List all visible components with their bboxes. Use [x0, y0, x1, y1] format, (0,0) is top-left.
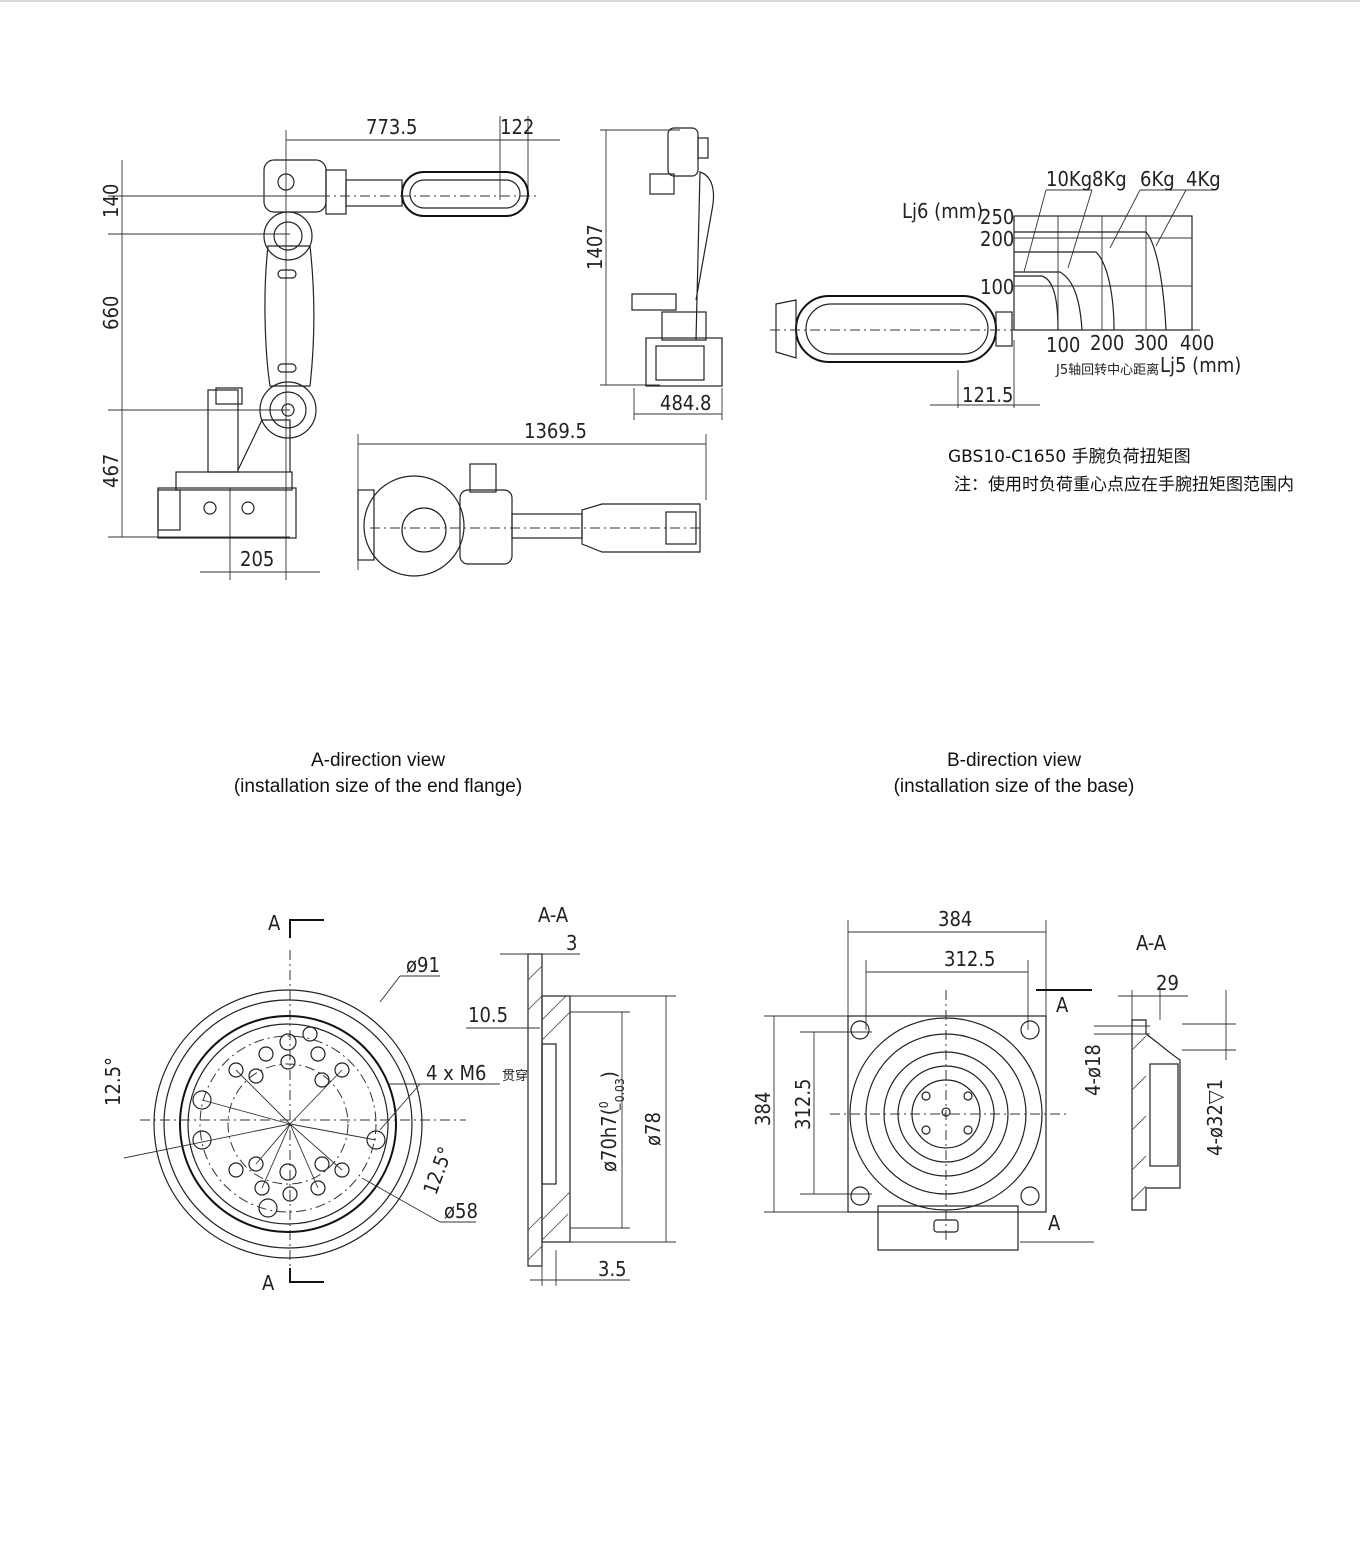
top-border-line — [0, 0, 1360, 2]
base-view: 384 312.5 384 312.5 A A A-A — [751, 907, 1236, 1251]
dim-140: 140 — [99, 184, 123, 218]
caption-a-line1: A-direction view — [311, 750, 445, 771]
dia-91: ø91 — [406, 953, 440, 977]
dim-205: 205 — [240, 547, 274, 571]
base-width-384: 384 — [938, 907, 972, 931]
robot-top-view: 1369.5 — [357, 419, 707, 577]
load-6kg-label: 6Kg — [1140, 167, 1175, 191]
dim-122: 122 — [500, 115, 534, 139]
angle-12-5-left: 12.5° — [101, 1057, 125, 1106]
chart-note: 注：使用时负荷重心点应在手腕扭矩图范围内 — [954, 474, 1294, 495]
load-4kg-label: 4Kg — [1186, 167, 1221, 191]
x-tick-100: 100 — [1046, 333, 1080, 357]
thick-3-5: 3.5 — [598, 1257, 627, 1281]
y-tick-100: 100 — [980, 275, 1014, 299]
offset-121-5: 121.5 — [962, 383, 1014, 407]
base-section-title: A-A — [1136, 931, 1167, 955]
wrist-torque-chart: 10Kg 8Kg 6Kg 4Kg Lj6 (mm) 250 200 100 10… — [770, 167, 1294, 495]
y-tick-250: 250 — [980, 205, 1014, 229]
caption-b-line2: (installation size of the base) — [894, 776, 1135, 797]
flange-section-title: A-A — [538, 903, 569, 927]
dia-78: ø78 — [641, 1112, 665, 1146]
base-height-312-5: 312.5 — [791, 1079, 815, 1131]
base-width-312-5: 312.5 — [944, 947, 996, 971]
m6-through-note: 贯穿 — [502, 1068, 528, 1084]
dim-484-8: 484.8 — [660, 391, 712, 415]
dim-660: 660 — [99, 296, 123, 330]
end-flange-view: A A ø91 4 x M6 贯穿 12.5° 12.5° ø58 A-A 3 … — [101, 903, 676, 1295]
dim-1407: 1407 — [583, 224, 607, 270]
base-height-384: 384 — [751, 1092, 775, 1126]
x-tick-400: 400 — [1180, 331, 1214, 355]
x-tick-300: 300 — [1134, 331, 1168, 355]
x-axis-label-cn: J5轴回转中心距离 — [1055, 362, 1159, 378]
section-a-bottom: A — [262, 1271, 275, 1295]
y-tick-200: 200 — [980, 227, 1014, 251]
base-thick-29: 29 — [1156, 971, 1179, 995]
dia-70h7: ø70h7(0−0.03) — [597, 1071, 627, 1172]
base-holes-18: 4-ø18 — [1081, 1044, 1105, 1096]
thick-10-5: 10.5 — [468, 1003, 508, 1027]
x-tick-200: 200 — [1090, 331, 1124, 355]
section-a-top: A — [268, 911, 281, 935]
dim-467: 467 — [99, 454, 123, 488]
dim-773-5: 773.5 — [366, 115, 418, 139]
angle-12-5-right: 12.5° — [418, 1143, 457, 1197]
base-section-a-top: A — [1056, 993, 1069, 1017]
dim-1369-5: 1369.5 — [524, 419, 587, 443]
m6-holes: 4 x M6 — [426, 1061, 487, 1085]
caption-b-line1: B-direction view — [947, 750, 1081, 771]
base-section-a-bottom: A — [1048, 1211, 1061, 1235]
caption-a-line2: (installation size of the end flange) — [234, 776, 522, 797]
x-axis-label: Lj5 (mm) — [1160, 353, 1241, 377]
thick-3: 3 — [566, 931, 577, 955]
base-holes-32: 4-ø32▽1 — [1203, 1079, 1227, 1156]
robot-side-view: 773.5 122 140 660 467 205 — [99, 115, 560, 580]
y-axis-label: Lj6 (mm) — [902, 199, 983, 223]
chart-title: GBS10-C1650 手腕负荷扭矩图 — [948, 447, 1191, 467]
dia-58: ø58 — [444, 1199, 478, 1223]
robot-front-view: 1407 484.8 — [583, 127, 723, 420]
load-10kg-label: 10Kg — [1046, 167, 1092, 191]
load-8kg-label: 8Kg — [1092, 167, 1127, 191]
